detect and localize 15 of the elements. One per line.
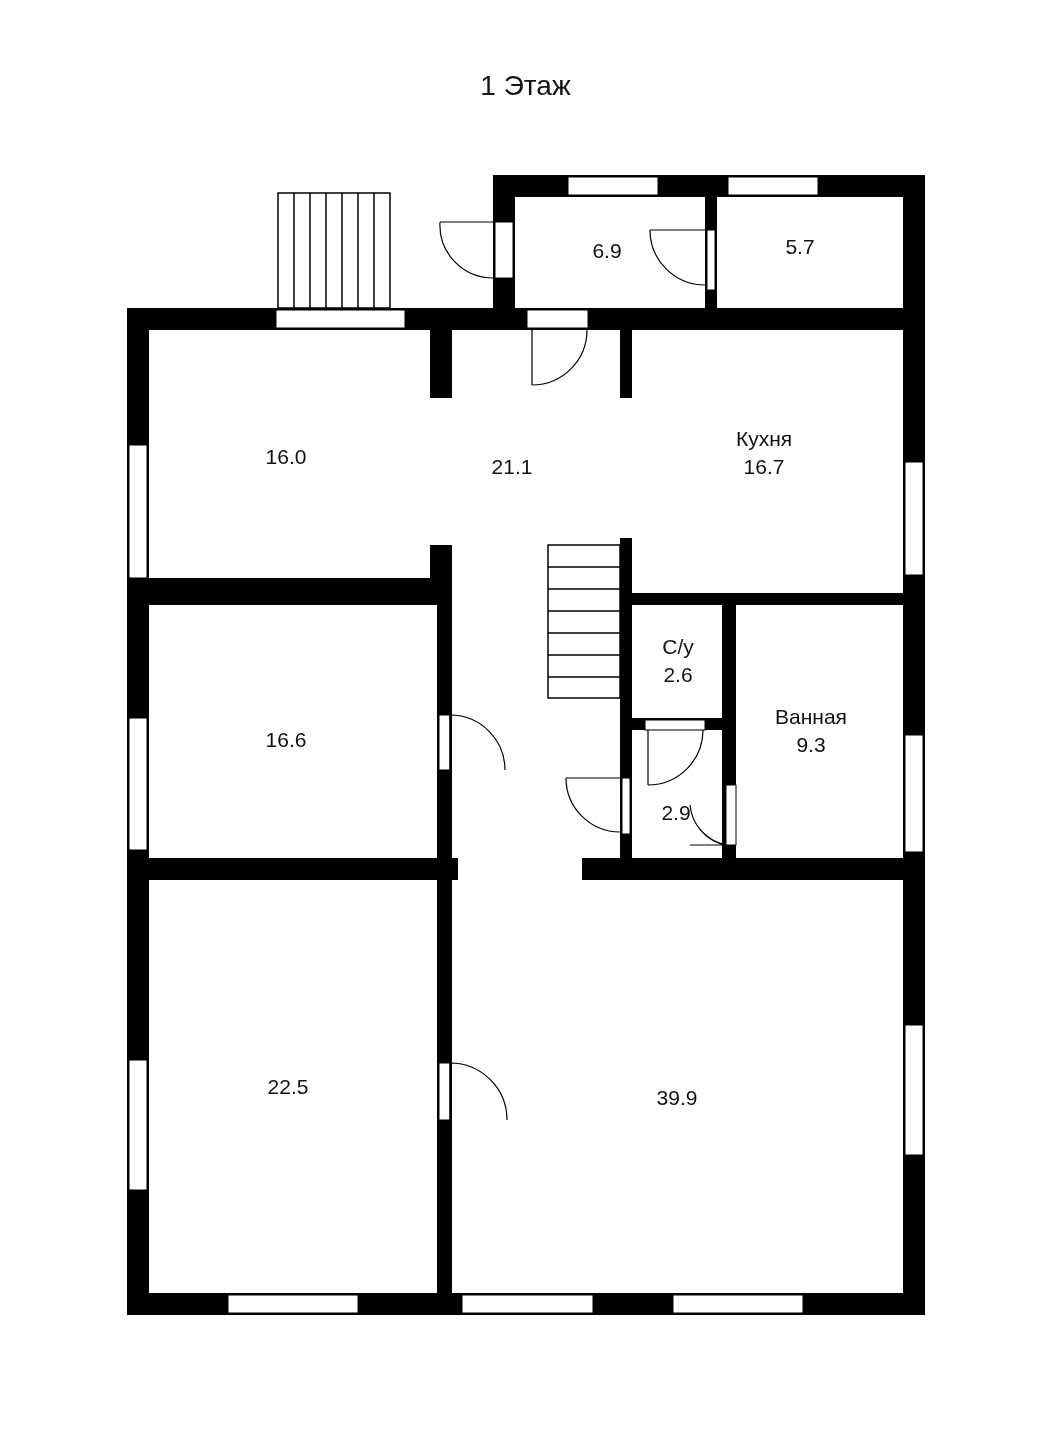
- room-area: 5.7: [785, 233, 815, 261]
- room-area: 39.9: [656, 1084, 698, 1112]
- room-area: 2.9: [661, 799, 691, 827]
- room-area: 16.7: [735, 453, 793, 481]
- room-area: 9.3: [775, 731, 847, 759]
- room-name: Ванная: [775, 704, 847, 730]
- room-area: 2.6: [662, 661, 694, 689]
- room-name: С/у: [662, 634, 694, 660]
- floor-title: 1 Этаж: [479, 70, 572, 102]
- room-area: 22.5: [267, 1073, 309, 1101]
- room-name: Кухня: [735, 426, 793, 452]
- room-area: 6.9: [592, 237, 622, 265]
- room-area: 21.1: [491, 453, 533, 481]
- room-area: 16.0: [265, 443, 307, 471]
- room-area: 16.6: [265, 726, 307, 754]
